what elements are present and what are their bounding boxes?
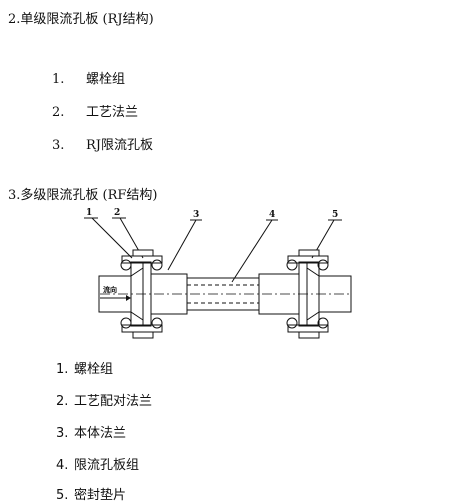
list-item: 5. 密封垫片 — [56, 484, 126, 503]
callout-4: 4 — [269, 210, 275, 220]
callout-leader-1 — [91, 217, 133, 259]
list-item-label: 限流孔板组 — [74, 458, 140, 473]
list-item: 2. 工艺法兰 — [52, 101, 138, 120]
callout-3: 3 — [193, 210, 199, 220]
list-item-label: 工艺配对法兰 — [74, 394, 153, 409]
list-item-label: 密封垫片 — [74, 488, 127, 503]
list-item-number: 2. — [52, 105, 65, 120]
list-item-number: 1. — [56, 362, 69, 377]
flow-label: 流向 — [103, 285, 117, 294]
callout-5: 5 — [332, 210, 338, 220]
flow-arrow-icon — [100, 295, 131, 301]
callout-1: 1 — [86, 208, 92, 218]
list-item: 4. 限流孔板组 — [56, 454, 139, 473]
callout-leader-4 — [231, 219, 273, 283]
section2-heading: 3.多级限流孔板 (RF结构) — [8, 188, 158, 203]
list-item-number: 3. — [56, 426, 69, 441]
list-item-number: 3. — [52, 138, 65, 153]
list-item-label: 本体法兰 — [74, 426, 127, 441]
list-item-number: 1. — [52, 72, 65, 87]
section1-heading: 2.单级限流孔板 (RJ结构) — [8, 12, 154, 27]
list-item: 1. 螺栓组 — [56, 358, 113, 377]
list-item-label: 螺栓组 — [86, 72, 126, 87]
list-item-number: 4. — [56, 458, 69, 473]
callout-2: 2 — [114, 208, 120, 218]
list-item-number: 2. — [56, 394, 69, 409]
list-item-label: 螺栓组 — [74, 362, 114, 377]
list-item-label: 工艺法兰 — [86, 105, 139, 120]
callout-leader-3 — [167, 219, 197, 271]
list-item: 2. 工艺配对法兰 — [56, 390, 152, 409]
list-item: 3. RJ限流孔板 — [52, 134, 153, 153]
list-item-label: RJ限流孔板 — [86, 138, 153, 153]
list-item: 1. 螺栓组 — [52, 68, 125, 87]
list-item-number: 5. — [56, 488, 69, 503]
list-item: 3. 本体法兰 — [56, 422, 126, 441]
